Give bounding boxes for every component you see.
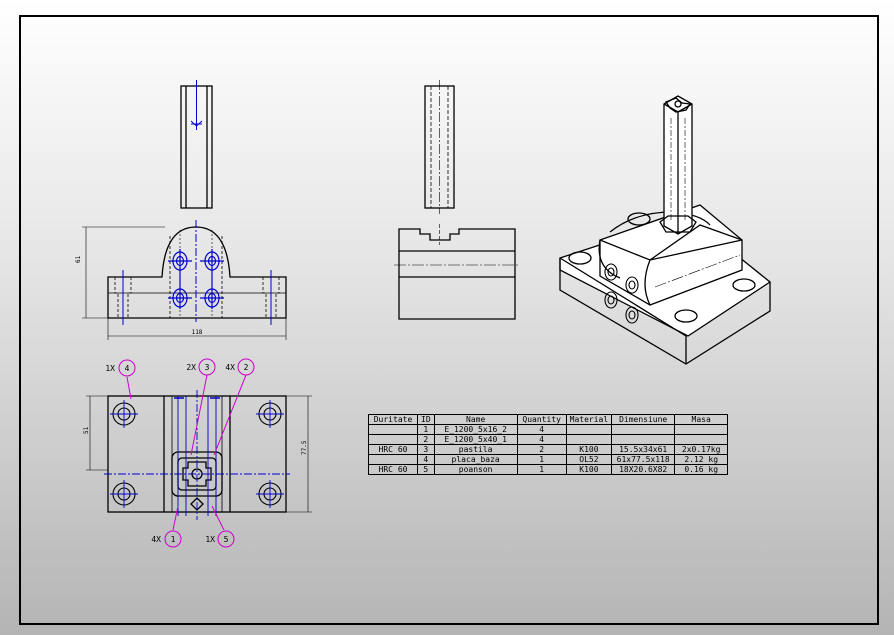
dim-width-bottom: 118: [192, 329, 203, 336]
bom-cell: E_1200_5x40_1: [433, 434, 518, 445]
balloon-3: 3 2X: [186, 358, 216, 376]
dim-plan-right: 77.5: [301, 440, 308, 455]
balloon-id: 2: [244, 363, 249, 372]
bill-of-materials-table: Duritate ID Name Quantity Material Dimen…: [368, 414, 729, 475]
bom-cell: K100: [565, 444, 613, 455]
bom-header-row: Duritate ID Name Quantity Material Dimen…: [368, 414, 729, 425]
balloon-qty: 1X: [105, 364, 115, 373]
bom-header-quantity: Quantity: [516, 414, 567, 425]
balloon-4: 4 1X: [105, 359, 136, 377]
bom-cell: 1: [516, 454, 567, 465]
bom-cell: 2.12 kg: [674, 454, 729, 465]
bom-cell: K100: [565, 464, 613, 475]
bom-cell: 1: [417, 424, 435, 435]
bom-cell: 15.5x34x61: [611, 444, 676, 455]
bom-cell: E_1200_5x16_2: [433, 424, 518, 435]
bom-cell: 2: [417, 434, 435, 445]
dim-height-left: 61: [75, 255, 82, 263]
plan-view-dimensions: [86, 395, 312, 513]
balloon-id: 3: [205, 363, 210, 372]
bom-cell: [368, 424, 418, 435]
bom-cell: 18X20.6X82: [611, 464, 676, 475]
balloon-id: 1: [171, 535, 176, 544]
bom-header-name: Name: [433, 414, 518, 425]
bom-cell: HRC 60: [368, 464, 418, 475]
plan-view: [104, 390, 290, 520]
bom-cell: 4: [417, 454, 435, 465]
balloon-id: 4: [125, 364, 130, 373]
bom-cell: placa_baza: [433, 454, 518, 465]
bom-cell: [611, 434, 676, 445]
balloon-leaders: [126, 374, 247, 531]
dim-plan-left: 51: [83, 426, 90, 434]
bom-header-masa: Masa: [674, 414, 729, 425]
table-row: HRC 60 5 poanson 1 K100 18X20.6X82 0.16 …: [368, 464, 729, 475]
bom-cell: [674, 434, 729, 445]
bom-cell: 61x77.5x118: [611, 454, 676, 465]
side-view: [394, 80, 520, 320]
bom-cell: [611, 424, 676, 435]
balloon-qty: 4X: [151, 535, 161, 544]
table-row: HRC 60 3 pastila 2 K100 15.5x34x61 2x0.1…: [368, 444, 729, 455]
bom-cell: 1: [516, 464, 567, 475]
balloon-qty: 1X: [205, 535, 215, 544]
front-view-base: [107, 220, 287, 325]
bom-header-material: Material: [565, 414, 613, 425]
bom-cell: [368, 454, 418, 465]
bom-cell: 4: [516, 434, 567, 445]
table-row: 4 placa_baza 1 OL52 61x77.5x118 2.12 kg: [368, 454, 729, 465]
bom-cell: 2x0.17kg: [674, 444, 729, 455]
bom-cell: 3: [417, 444, 435, 455]
bom-cell: poanson: [433, 464, 518, 475]
bom-cell: 2: [516, 444, 567, 455]
balloon-qty: 2X: [186, 363, 196, 372]
bom-cell: [674, 424, 729, 435]
bom-cell: OL52: [565, 454, 613, 465]
sheet-border: [19, 15, 879, 625]
bom-cell: [368, 434, 418, 445]
bom-cell: [565, 424, 613, 435]
balloon-1: 1 4X: [151, 530, 182, 548]
bom-cell: pastila: [433, 444, 518, 455]
front-view-punch: [180, 80, 213, 209]
balloon-2: 2 4X: [225, 358, 255, 376]
table-row: 2 E_1200_5x40_1 4: [368, 434, 729, 445]
bom-cell: 4: [516, 424, 567, 435]
front-view-dimensions: [82, 226, 287, 340]
balloon-5: 5 1X: [205, 530, 235, 548]
isometric-view: [559, 95, 772, 365]
bom-cell: HRC 60: [368, 444, 418, 455]
bom-header-id: ID: [417, 414, 435, 425]
bom-header-duritate: Duritate: [368, 414, 418, 425]
bom-cell: 0.16 kg: [674, 464, 729, 475]
table-row: 1 E_1200_5x16_2 4: [368, 424, 729, 435]
bom-header-dimensiune: Dimensiune: [611, 414, 676, 425]
balloon-qty: 4X: [225, 363, 235, 372]
bom-cell: [565, 434, 613, 445]
balloon-id: 5: [224, 535, 229, 544]
bom-cell: 5: [417, 464, 435, 475]
